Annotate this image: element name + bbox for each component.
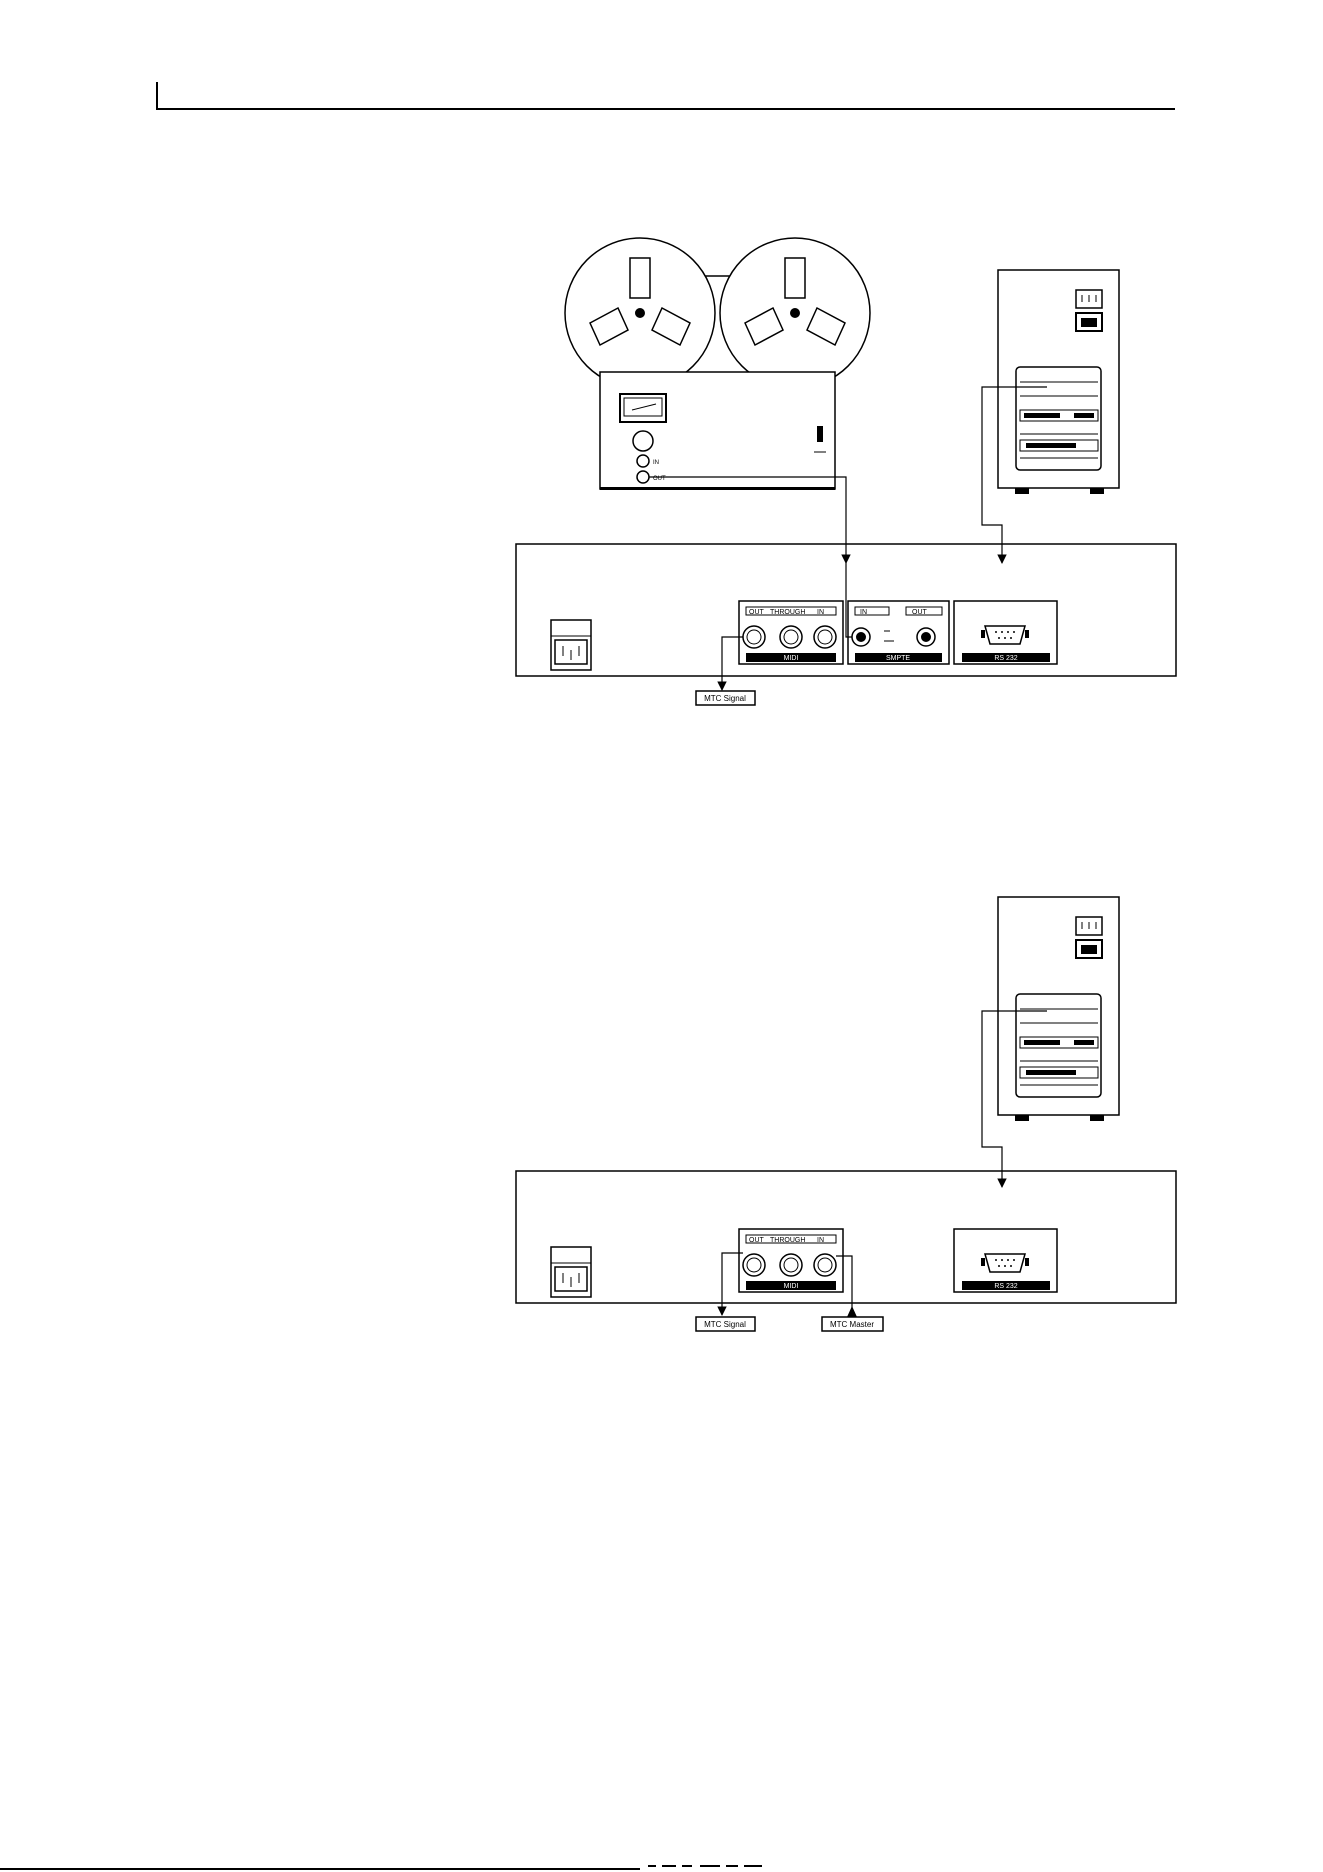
- midi-in-label-2: IN: [817, 1237, 824, 1244]
- rs232-panel-2: RS 232: [954, 1229, 1057, 1292]
- smpte-out-label: OUT: [912, 609, 928, 616]
- main-unit-2: OUT THROUGH IN MIDI: [516, 1171, 1176, 1303]
- midi-in-label: IN: [817, 609, 824, 616]
- tape-shadow: [600, 487, 835, 490]
- diagram-2: OUT THROUGH IN MIDI: [516, 897, 1176, 1331]
- midi-through-port-2: [780, 1254, 802, 1276]
- mtc-signal-callout-1: MTC Signal: [696, 691, 755, 705]
- vu-meter: [620, 394, 666, 422]
- mtc-master-label: MTC Master: [830, 1320, 874, 1329]
- midi-out-port-2: [743, 1254, 765, 1276]
- tape-machine-body: [600, 372, 835, 489]
- master-arrow-up: [847, 1306, 857, 1317]
- mtc-signal-label-2: MTC Signal: [704, 1320, 746, 1329]
- midi-through-label: THROUGH: [770, 609, 805, 616]
- smpte-in-label: IN: [860, 609, 867, 616]
- smpte-out-jack: [917, 628, 935, 646]
- smpte-in-jack: [852, 628, 870, 646]
- computer-tower-1: [998, 270, 1119, 494]
- db9-connector-icon-2: [985, 1254, 1025, 1272]
- diagram-1: IN OUT: [516, 238, 1176, 705]
- rs232-name-label-2: RS 232: [994, 1283, 1017, 1290]
- midi-out-label-2: OUT: [749, 1237, 765, 1244]
- midi-through-port: [780, 626, 802, 648]
- midi-in-port-2: [814, 1254, 836, 1276]
- midi-name-label: MIDI: [784, 655, 799, 662]
- tape-in-jack: [637, 455, 649, 467]
- db9-connector-icon: [985, 626, 1025, 644]
- tape-reel-left: [565, 238, 715, 388]
- midi-panel-1: OUT THROUGH IN MIDI: [739, 601, 843, 664]
- mtc-master-callout: MTC Master: [822, 1317, 883, 1331]
- midi-out-port: [743, 626, 765, 648]
- tape-machine: IN OUT: [565, 238, 870, 490]
- rs232-name-label: RS 232: [994, 655, 1017, 662]
- midi-out-label: OUT: [749, 609, 765, 616]
- smpte-panel-1: IN OUT SMPTE: [848, 601, 949, 664]
- rs232-panel-1: RS 232: [954, 601, 1057, 664]
- mtc-signal-callout-2: MTC Signal: [696, 1317, 755, 1331]
- midi-panel-2: OUT THROUGH IN MIDI: [739, 1229, 843, 1292]
- footer-rule: [0, 1866, 762, 1869]
- midi-name-label-2: MIDI: [784, 1283, 799, 1290]
- tape-knob: [633, 431, 653, 451]
- header-rule: [157, 82, 1175, 110]
- midi-through-label-2: THROUGH: [770, 1237, 805, 1244]
- midi-in-port: [814, 626, 836, 648]
- tape-in-label: IN: [653, 460, 659, 466]
- tape-reel-right: [720, 238, 870, 388]
- mtc-signal-label-1: MTC Signal: [704, 694, 746, 703]
- computer-tower-2: [998, 897, 1119, 1121]
- tape-out-jack: [637, 471, 649, 483]
- tape-switch: [817, 426, 823, 442]
- smpte-name-label: SMPTE: [886, 655, 910, 662]
